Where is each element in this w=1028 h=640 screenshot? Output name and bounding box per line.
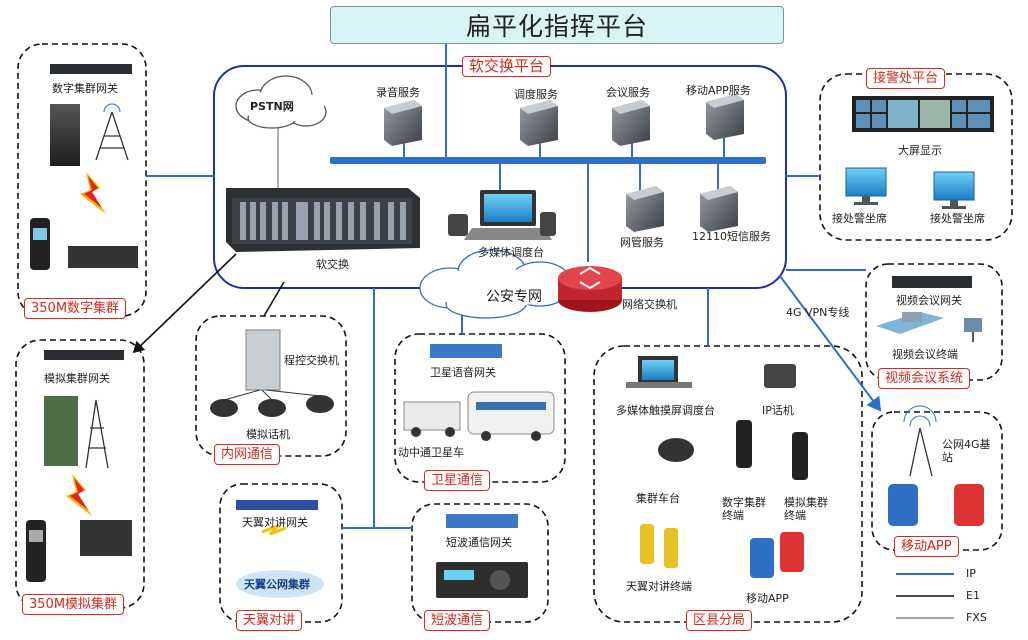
police-net-label: 公安专网 — [486, 289, 542, 305]
legend-ip-label: IP — [966, 567, 976, 580]
video-conf-icons — [876, 276, 982, 342]
group-digital-trunk — [17, 43, 147, 317]
county-tag: 区县分局 — [686, 610, 753, 631]
big-screen-icon — [852, 96, 994, 132]
group-mobile — [871, 411, 1003, 551]
digital-terminal-label: 数字集群 终端 — [722, 496, 766, 522]
legend-fxs-label: FXS — [966, 611, 987, 624]
page-title: 扁平化指挥平台 — [330, 6, 784, 44]
ip-phone-label: IP话机 — [762, 404, 794, 417]
digital-trunk-tag: 350M数字集群 — [24, 298, 127, 319]
car-radio-label: 集群车台 — [636, 492, 680, 505]
public-4g-station-label: 公网4G基 站 — [942, 438, 991, 464]
video-conf-tag: 视频会议系统 — [878, 368, 971, 389]
group-video-conf — [865, 263, 1003, 381]
intranet-equipment — [210, 329, 334, 417]
vpn-label: 4G VPN专线 — [786, 306, 850, 319]
satellite-vehicle-label: 动中通卫星车 — [398, 446, 464, 459]
group-satellite — [394, 333, 566, 483]
touch-console-label: 多媒体触摸屏调度台 — [616, 404, 715, 417]
analog-trunk-equipment — [26, 350, 132, 582]
pstn-label: PSTN网 — [250, 100, 294, 113]
video-conf-gateway-label: 视频会议网关 — [896, 294, 962, 307]
analog-trunk-tag: 350M模拟集群 — [22, 594, 125, 615]
network-mgmt-service-label: 网管服务 — [620, 236, 664, 249]
digital-trunk-gateway-label: 数字集群网关 — [52, 82, 118, 95]
legend-e1-label: E1 — [966, 589, 980, 602]
legend-lines — [896, 573, 954, 619]
alarm-seat-monitor-icons — [845, 167, 975, 209]
satellite-gateway-label: 卫星语音网关 — [430, 366, 496, 379]
tianyi-tag: 天翼对讲 — [236, 610, 303, 631]
softswitch-chassis-icon — [226, 188, 420, 252]
sms-service-label: 12110短信服务 — [692, 230, 771, 243]
alarm-seat-1-label: 接处警坐席 — [832, 212, 887, 225]
analog-terminal-label: 模拟集群 终端 — [784, 496, 828, 522]
server-icons — [384, 94, 744, 232]
shortwave-equipment — [436, 514, 528, 598]
tianyi-gateway-label: 天翼对讲网关 — [242, 516, 308, 529]
group-tianyi — [219, 483, 343, 623]
tianyi-terminal-label: 天翼对讲终端 — [626, 580, 692, 593]
tianyi-equipment — [236, 500, 324, 598]
mobile-app-equipment — [888, 405, 984, 526]
digital-trunk-equipment — [30, 64, 138, 270]
satellite-tag: 卫星通信 — [424, 470, 491, 491]
shortwave-gateway-label: 短波通信网关 — [446, 536, 512, 549]
dispatch-service-label: 调度服务 — [514, 88, 558, 101]
softswitch-platform-tag: 软交换平台 — [462, 56, 552, 77]
multimedia-console-icon — [448, 190, 556, 240]
satellite-equipment — [403, 344, 555, 441]
recording-service-label: 录音服务 — [376, 86, 420, 99]
alarm-platform-tag: 接警处平台 — [866, 68, 946, 89]
pbx-label: 程控交换机 — [284, 354, 339, 367]
county-mobile-app-label: 移动APP — [746, 592, 789, 605]
mobile-app-tag: 移动APP — [894, 536, 959, 557]
multimedia-console-label: 多媒体调度台 — [478, 246, 544, 259]
analog-trunk-gateway-label: 模拟集群网关 — [44, 372, 110, 385]
mobile-app-service-label: 移动APP服务 — [686, 84, 751, 97]
intranet-tag: 内网通信 — [214, 444, 281, 465]
shortwave-tag: 短波通信 — [424, 610, 491, 631]
tianyi-cloud-label: 天翼公网集群 — [244, 578, 310, 591]
softswitch-label: 软交换 — [316, 258, 349, 271]
group-intranet — [195, 315, 347, 457]
alarm-seat-2-label: 接处警坐席 — [930, 212, 985, 225]
county-equipment — [626, 356, 808, 578]
big-screen-label: 大屏显示 — [898, 144, 942, 157]
video-conf-terminal-label: 视频会议终端 — [892, 348, 958, 361]
network-switch-icon — [558, 266, 622, 312]
analog-phone-label: 模拟话机 — [246, 428, 290, 441]
meeting-service-label: 会议服务 — [606, 86, 650, 99]
ip-backbone-bus — [330, 157, 766, 164]
network-switch-label: 网络交换机 — [622, 298, 677, 311]
